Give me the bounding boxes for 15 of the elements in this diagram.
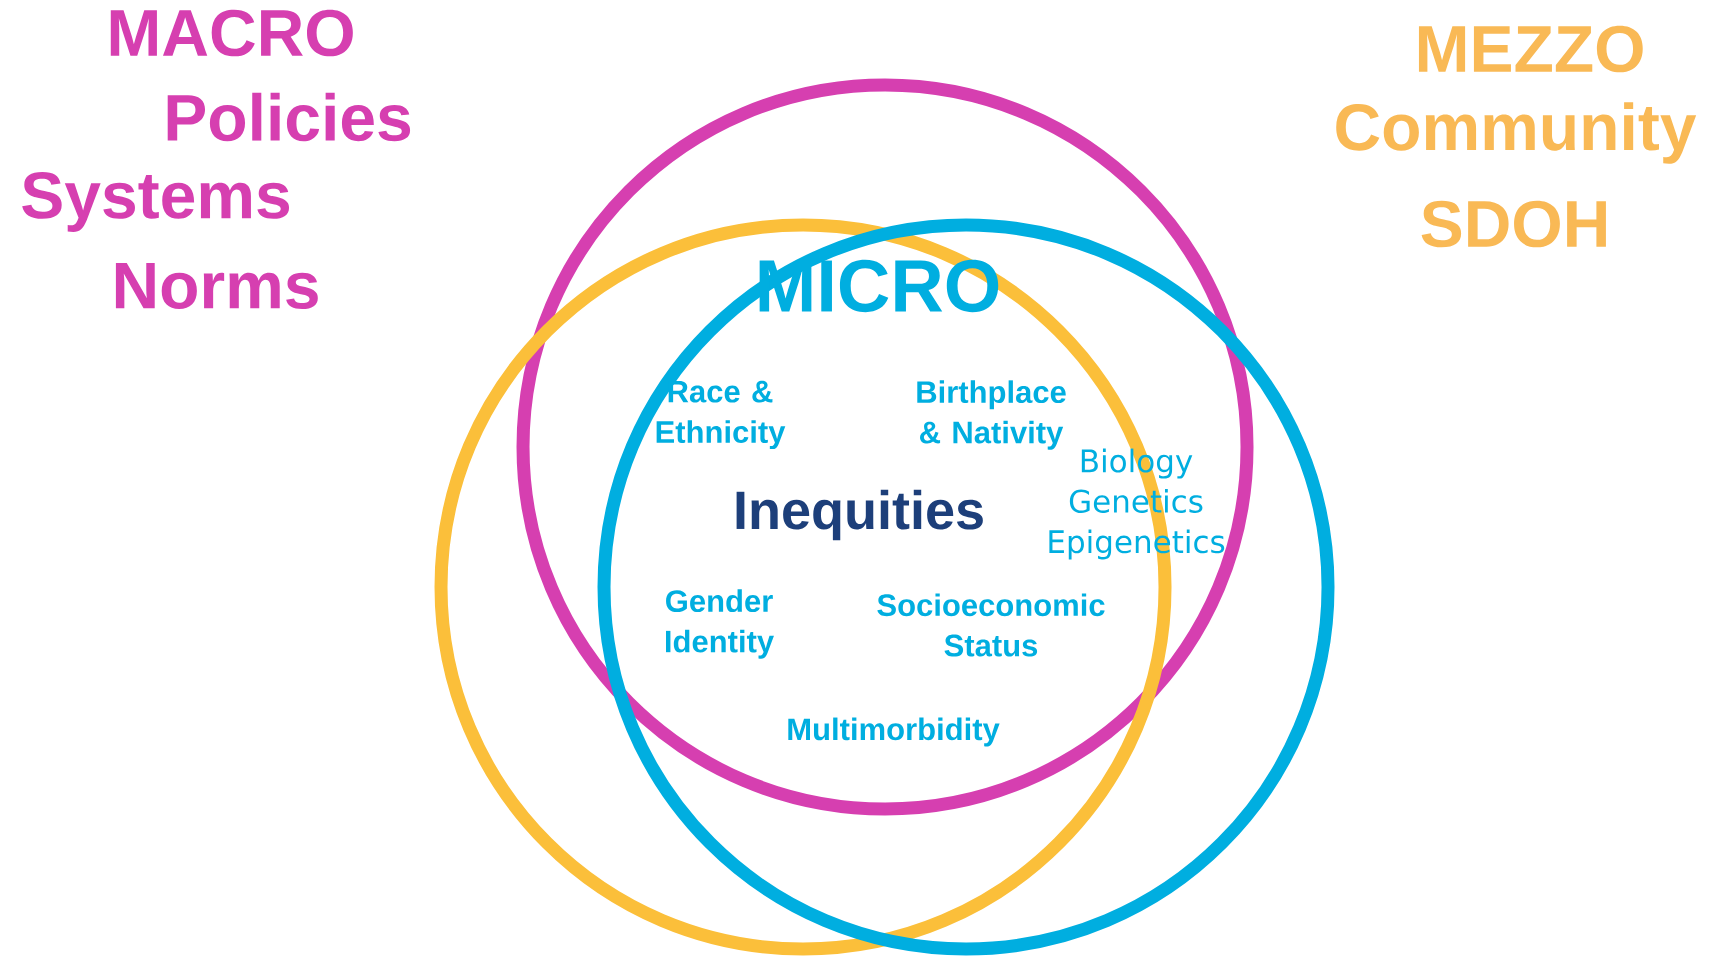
circle	[597, 218, 1335, 956]
label-text: SDOH	[1421, 200, 1606, 248]
label-text: Multimorbidity	[788, 717, 1000, 747]
label-text: Race & Ethnicity	[656, 380, 786, 450]
label-text: Inequities	[736, 489, 983, 541]
label-text: Norms	[115, 262, 318, 309]
circle	[516, 78, 1254, 816]
label-text: Birthplace & Nativity	[917, 380, 1066, 450]
label-text: Socioeconomic Status	[877, 593, 1105, 657]
label-text: Gender Identity	[665, 589, 774, 659]
label-text: MEZZO	[1418, 25, 1643, 73]
label-text: Systems	[22, 172, 289, 232]
label-text: Policies	[167, 92, 411, 142]
label-text: MACRO	[110, 9, 353, 57]
label-text: Community	[1336, 102, 1697, 164]
